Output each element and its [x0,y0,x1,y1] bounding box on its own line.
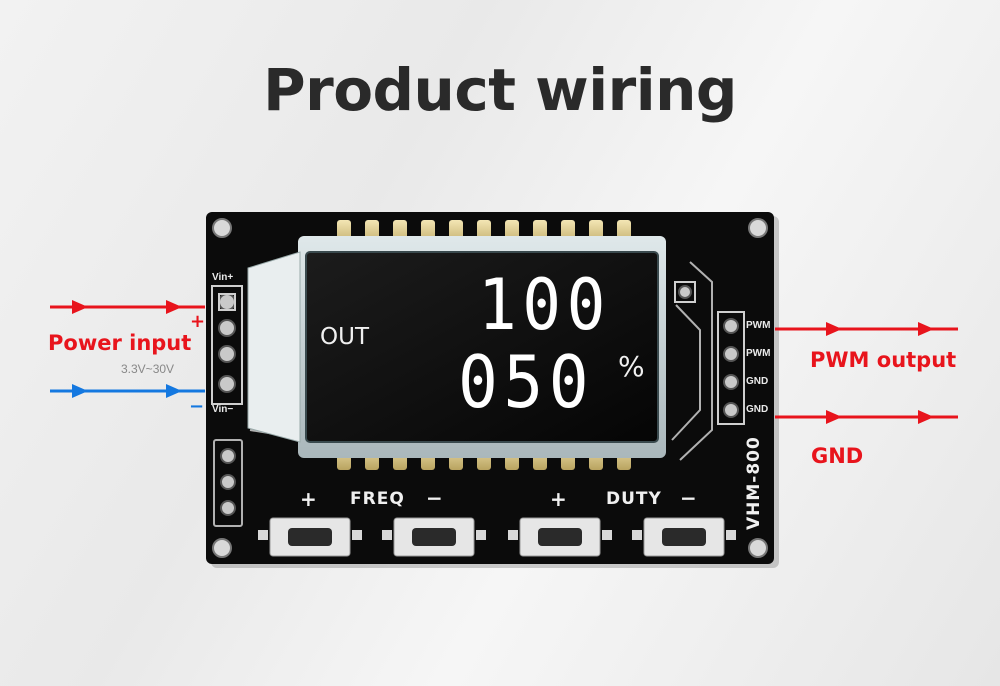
mounting-hole [748,538,768,558]
gnd-wire [775,410,958,424]
freq-label: FREQ [350,489,405,509]
pwm-pin-label: PWM [746,348,771,359]
vin-minus-pad [218,375,236,393]
button-freq-plus [258,517,362,557]
pwm-pin-label: PWM [746,320,771,331]
duty-plus-label: + [550,487,567,511]
gnd-pad [723,374,739,390]
gnd-label: GND [811,444,864,468]
button-duty-plus [508,517,612,557]
pwm-pad [723,318,739,334]
power-positive-wire [50,300,205,314]
lcd-mode-label: OUT [320,324,369,350]
mounting-hole [748,218,768,238]
voltage-range-label: 3.3V~30V [121,362,175,376]
duty-label: DUTY [606,489,662,509]
pwm-output-wire [775,322,958,336]
button-duty-minus [632,517,736,557]
positive-sign: + [190,311,206,332]
vin-plus-pad [218,293,236,311]
page-title: Product wiring [263,56,737,124]
power-negative-wire [50,384,205,398]
model-number: VHM-800 [744,436,764,530]
freq-minus-label: − [426,486,443,510]
gnd-pin-label: GND [746,404,769,415]
pwm-pad [723,346,739,362]
lcd-screen [306,252,658,442]
mounting-hole [212,218,232,238]
freq-plus-label: + [300,487,317,511]
gnd-pad [723,402,739,418]
lcd-duty-readout: 050 [458,340,595,424]
vin-plus-pin-label: Vin+ [212,272,234,283]
power-input-label: Power input [48,331,192,355]
vin-minus-pin-label: Vin− [212,404,234,415]
lcd-frequency-readout: 100 [478,264,611,346]
lcd-percent-unit: % [618,350,645,383]
duty-minus-label: − [680,486,697,510]
gnd-pin-label: GND [746,376,769,387]
pwm-output-label: PWM output [810,348,957,372]
negative-sign: − [189,396,205,417]
mounting-hole [212,538,232,558]
button-freq-minus [382,517,486,557]
